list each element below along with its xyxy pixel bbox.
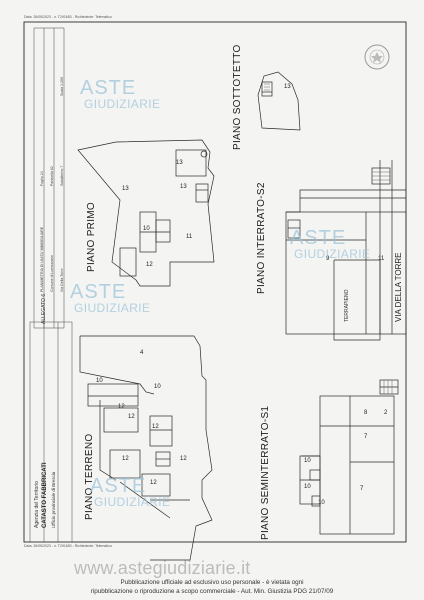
brand-watermark: ASTE GIUDIZIARIE [90, 475, 171, 509]
room-number: 10 [304, 458, 311, 464]
cartouche-allegato: ALLEGATO 6 [41, 293, 47, 324]
room-number: 8 [364, 410, 368, 416]
brand-watermark: ASTE GIUDIZIARIE [70, 281, 151, 315]
floor-title-seminterrato: PIANO SEMINTERRATO-S1 [260, 405, 271, 540]
header-top-line: Data: 26/05/2023 - n. T291653 - Richiede… [24, 15, 112, 19]
cartouche-scala: Scala 1:200 [60, 77, 64, 96]
room-number: 13 [176, 160, 183, 166]
cartouche-title: PLANIMETRIA DI UNITA' IMMOBILIARE [40, 226, 44, 292]
room-number: 12 [152, 424, 159, 430]
cartouche-particella: Particella 62 [50, 166, 54, 186]
ente-line-1: Agenzia del Territorio [34, 481, 40, 528]
room-number: 7 [360, 486, 364, 492]
footer-line-2: ripubblicazione o riproduzione a scopo c… [90, 588, 334, 595]
room-number: 13 [284, 84, 291, 90]
room-number: 11 [378, 256, 385, 262]
room-number: 7 [364, 434, 368, 440]
stamp-seal [364, 44, 390, 70]
brand-watermark: ASTE GIUDIZIARIE [290, 227, 371, 261]
ente-line-2: CATASTO FABBRICATI [42, 462, 48, 528]
room-number: 9 [326, 256, 330, 262]
cartouche-comune: Comune di Lumezzane [50, 255, 54, 292]
room-number: 10 [154, 384, 161, 390]
room-number: 4 [140, 350, 144, 356]
room-number: 10 [304, 484, 311, 490]
header-bottom-line: Data: 26/05/2023 - n. T291653 - Richiede… [24, 544, 112, 548]
floor-title-primo: PIANO PRIMO [86, 202, 97, 272]
room-number: 13 [180, 184, 187, 190]
room-number: 12 [146, 262, 153, 268]
room-number: 12 [180, 456, 187, 462]
cartouche-via: Via Della Torre [60, 268, 64, 292]
terrapieno-label: TERRAPIENO [344, 289, 350, 322]
room-number: 12 [150, 480, 157, 486]
ente-line-3: Ufficio provinciale di Brescia [51, 471, 56, 528]
footer-line-1: Pubblicazione ufficiale ad esclusivo uso… [120, 579, 304, 586]
floor-title-interrato: PIANO INTERRATO-S2 [256, 182, 267, 294]
room-number: 11 [186, 234, 193, 240]
room-number: 10 [143, 226, 150, 232]
room-number: 13 [122, 186, 129, 192]
site-watermark: www.astegiudiziarie.it [74, 558, 251, 578]
room-number: 10 [96, 378, 103, 384]
brand-watermark: ASTE GIUDIZIARIE [80, 77, 161, 111]
room-number: 10 [318, 500, 325, 506]
room-number: 2 [384, 410, 388, 416]
room-number: 12 [128, 414, 135, 420]
cartouche-subalterno: Subalterno 7 [60, 165, 64, 186]
floor-title-sottotetto: PIANO SOTTOTETTO [232, 44, 243, 150]
room-number: 12 [118, 404, 125, 410]
cartouche-foglio: Foglio 24 [40, 171, 44, 186]
street-label: VIA DELLA TORRE [394, 252, 403, 322]
room-number: 12 [122, 456, 129, 462]
